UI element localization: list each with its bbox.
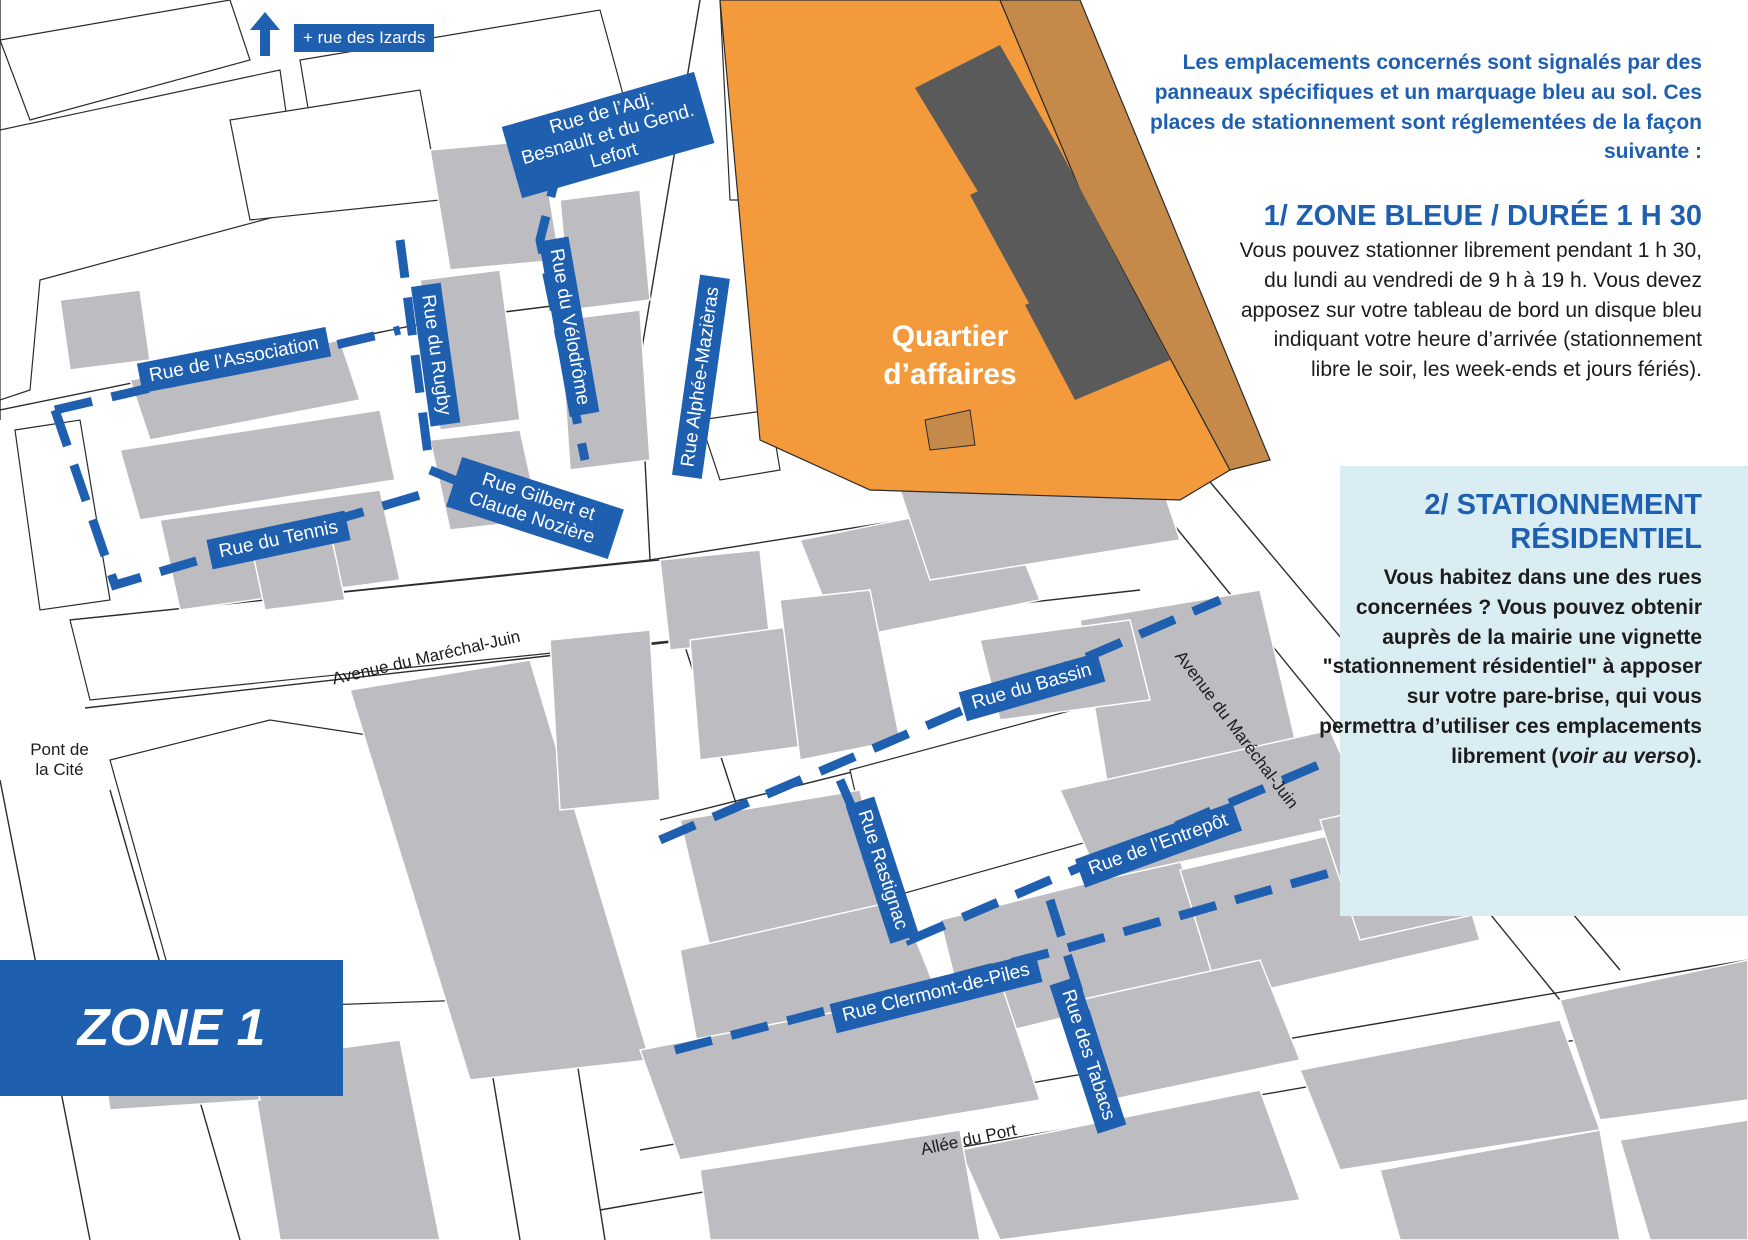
north-street-link: + rue des Izards: [294, 24, 435, 52]
zone-badge: [0, 960, 343, 1096]
business-district: [719, 0, 1271, 501]
place-name-pont: Pont de la Cité: [30, 740, 89, 780]
residentiel-title: 2/ STATIONNEMENT RÉSIDENTIEL: [1424, 489, 1702, 556]
residentiel-text-end: ).: [1689, 744, 1702, 768]
residentiel-panel: [1340, 466, 1748, 916]
outlined-blocks: [0, 0, 1131, 1011]
zone-bleue-text: Vous pouvez stationner librement pendant…: [1239, 239, 1702, 382]
zone-bleue-title: 1/ ZONE BLEUE / DURÉE 1 H 30: [1263, 200, 1702, 232]
district-label: Quartier d’affaires: [883, 320, 1017, 391]
north-arrow-icon: [250, 12, 280, 56]
residentiel-text: Vous habitez dans une des rues concernée…: [1312, 563, 1702, 772]
info-intro: Les emplacements concernés sont signalés…: [1150, 51, 1702, 164]
zone-title: ZONE 1: [77, 999, 266, 1057]
residentiel-text-main: Vous habitez dans une des rues concernée…: [1319, 566, 1702, 768]
residentiel-text-italic: voir au verso: [1558, 744, 1690, 768]
